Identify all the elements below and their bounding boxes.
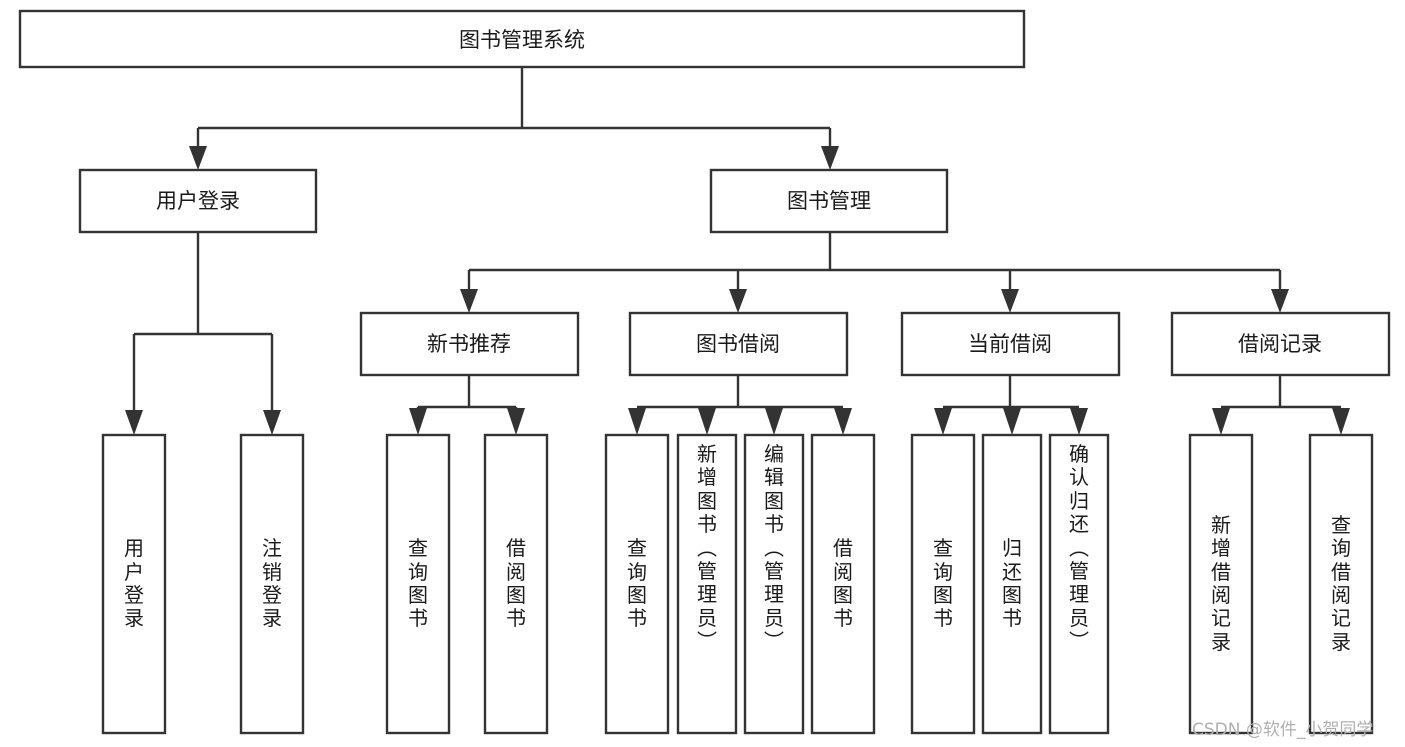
node-borrow-record-box[interactable] xyxy=(1170,311,1391,377)
connector-user-login-to-leaves xyxy=(125,232,281,435)
node-leaf-query-record-box[interactable] xyxy=(1308,433,1374,735)
node-leaf-borrow-book-box[interactable] xyxy=(810,433,876,735)
node-borrow-record[interactable]: 借阅记录 xyxy=(1170,311,1391,377)
connector-current-borrow-to-leaves xyxy=(934,375,1088,435)
node-current-borrow-label: 当前借阅 xyxy=(968,332,1052,356)
node-user-login[interactable]: 用户登录 xyxy=(78,168,318,234)
node-current-borrow[interactable]: 当前借阅 xyxy=(900,311,1121,377)
arrow-head-leaf-add-book xyxy=(698,408,716,435)
connector-book-manage-to-level3 xyxy=(460,232,1289,313)
arrow-head-book-borrow xyxy=(729,289,747,313)
node-leaf-logout-box[interactable] xyxy=(239,433,305,735)
node-root-box[interactable] xyxy=(18,9,1026,69)
node-leaf-query-book-new-box[interactable] xyxy=(385,433,451,735)
node-leaf-borrow-book-new-box[interactable] xyxy=(483,433,549,735)
connector-new-book-recommend-to-leaves xyxy=(409,375,525,435)
node-user-login-box[interactable] xyxy=(78,168,318,234)
node-book-manage-box[interactable] xyxy=(709,168,949,234)
arrow-head-book-manage xyxy=(821,146,839,170)
arrow-head-user-login xyxy=(189,146,207,170)
connector-borrow-record-to-leaves xyxy=(1212,375,1350,435)
node-leaf-user-login-box[interactable] xyxy=(101,433,167,735)
connector-root-to-level2 xyxy=(189,67,839,170)
arrow-head-leaf-user-login xyxy=(125,410,143,435)
arrow-head-leaf-borrow-book xyxy=(834,408,852,435)
node-leaf-edit-book-box[interactable] xyxy=(743,433,805,735)
node-root-label: 图书管理系统 xyxy=(459,28,585,52)
node-leaf-return-book-box[interactable] xyxy=(981,433,1043,735)
arrow-head-leaf-logout xyxy=(263,410,281,435)
node-book-borrow-label: 图书借阅 xyxy=(696,332,780,356)
node-leaf-add-record-box[interactable] xyxy=(1188,433,1254,735)
node-leaf-query-book-borrow-box[interactable] xyxy=(604,433,670,735)
arrow-head-current-borrow xyxy=(1001,289,1019,313)
node-leaf-add-book-box[interactable] xyxy=(676,433,738,735)
arrow-head-leaf-edit-book xyxy=(765,408,783,435)
connector-book-borrow-to-leaves xyxy=(628,375,852,435)
node-book-manage[interactable]: 图书管理 xyxy=(709,168,949,234)
arrow-head-leaf-add-record xyxy=(1212,408,1230,435)
arrow-head-leaf-confirm-return xyxy=(1070,408,1088,435)
node-new-book-recommend-box[interactable] xyxy=(359,311,580,377)
node-book-borrow[interactable]: 图书借阅 xyxy=(628,311,849,377)
arrow-head-leaf-query-book-new xyxy=(409,408,427,435)
node-root[interactable]: 图书管理系统 xyxy=(18,9,1026,69)
arrow-head-new-book-recommend xyxy=(460,289,478,313)
node-borrow-record-label: 借阅记录 xyxy=(1238,332,1322,356)
arrow-head-leaf-query-book-borrow xyxy=(628,408,646,435)
arrow-head-leaf-query-book-current xyxy=(934,408,952,435)
node-new-book-recommend[interactable]: 新书推荐 xyxy=(359,311,580,377)
node-current-borrow-box[interactable] xyxy=(900,311,1121,377)
node-book-manage-label: 图书管理 xyxy=(787,189,871,213)
arrow-head-leaf-borrow-book-new xyxy=(507,408,525,435)
leaf-node-boxes xyxy=(101,433,1374,735)
arrow-head-leaf-return-book xyxy=(1003,408,1021,435)
node-book-borrow-box[interactable] xyxy=(628,311,849,377)
node-user-login-label: 用户登录 xyxy=(156,189,240,213)
arrow-head-leaf-query-record xyxy=(1332,408,1350,435)
arrow-head-borrow-record xyxy=(1271,289,1289,313)
node-new-book-recommend-label: 新书推荐 xyxy=(427,332,511,356)
node-leaf-confirm-return-box[interactable] xyxy=(1048,433,1110,735)
node-leaf-query-book-current-box[interactable] xyxy=(910,433,976,735)
